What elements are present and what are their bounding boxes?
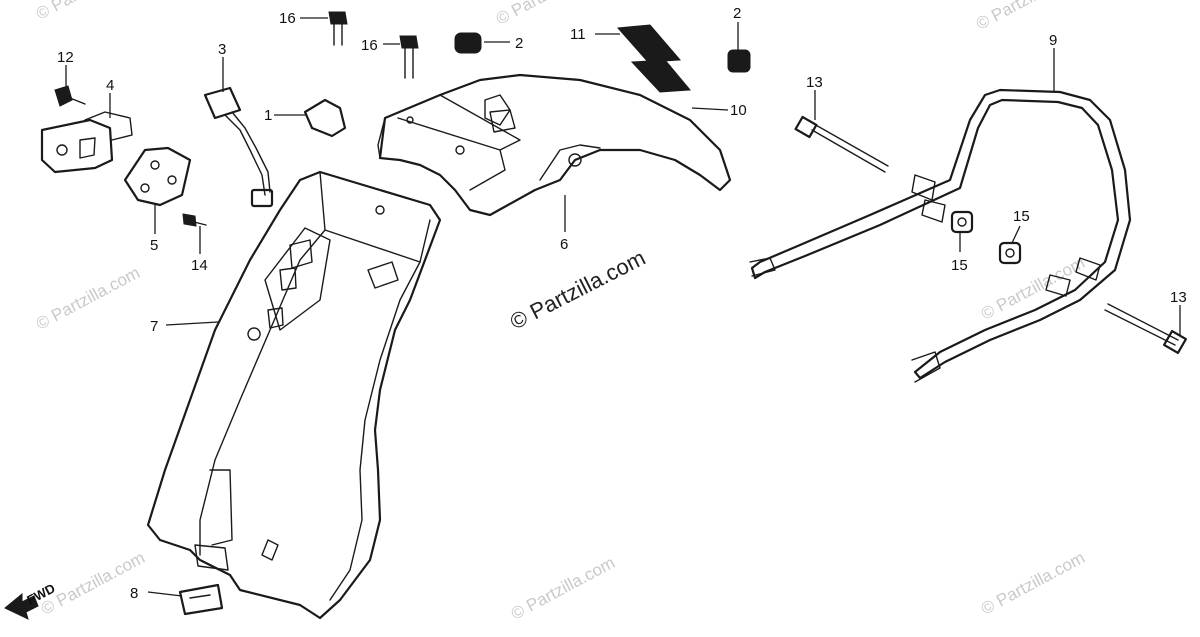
- callout-15-a: 15: [951, 257, 968, 274]
- part-1-clip: [303, 98, 347, 138]
- watermark-faint: © Partzilla.com: [33, 0, 143, 24]
- part-15-nut-left: [950, 210, 974, 234]
- watermark-faint: © Partzilla.com: [508, 553, 618, 624]
- callout-12: 12: [57, 49, 74, 66]
- part-9-grab-rail: [749, 88, 1132, 383]
- part-2-grommet-1: [454, 32, 482, 54]
- part-15-nut-right-hole: [1005, 248, 1015, 258]
- part-6-rear-fender: [377, 73, 732, 217]
- callout-5: 5: [150, 237, 158, 254]
- part-12-screw: [54, 85, 86, 107]
- callout-14: 14: [191, 257, 208, 274]
- callout-9: 9: [1049, 32, 1057, 49]
- callout-8: 8: [130, 585, 138, 602]
- watermark-faint: © Partzilla.com: [978, 253, 1088, 324]
- callout-4: 4: [106, 77, 114, 94]
- part-15-nut-left-hole: [957, 217, 967, 227]
- part-14-screw: [182, 213, 207, 227]
- part-15-nut-right: [998, 241, 1022, 265]
- part-7-inner-fender: [146, 170, 442, 620]
- part-16-bolt-1: [328, 11, 348, 46]
- callout-11: 11: [570, 26, 586, 43]
- leader-lines: [65, 17, 1181, 597]
- part-16-bolt-2: [399, 35, 419, 79]
- callout-7: 7: [150, 318, 158, 335]
- watermark-main: © Partzilla.com: [506, 245, 649, 335]
- callout-13-a: 13: [806, 74, 823, 91]
- watermark-faint: © Partzilla.com: [38, 548, 148, 619]
- part-11-emblem: [616, 24, 692, 93]
- watermark-faint: © Partzilla.com: [493, 0, 603, 29]
- callout-10: 10: [730, 102, 747, 119]
- callout-1: 1: [264, 107, 272, 124]
- callout-15-b: 15: [1013, 208, 1030, 225]
- part-5-plate: [123, 146, 192, 207]
- callout-6: 6: [560, 236, 568, 253]
- part-2-grommet-2: [727, 49, 751, 73]
- watermark-faint: © Partzilla.com: [33, 263, 143, 334]
- callout-13-b: 13: [1170, 289, 1187, 306]
- part-8-clip: [178, 583, 224, 616]
- callout-16-a: 16: [279, 10, 296, 27]
- callouts: 16 16 2 2 11 10 3 1 12 4 5 14 6 7 8 9 13…: [57, 5, 1187, 602]
- callout-2-b: 2: [733, 5, 741, 22]
- callout-3: 3: [218, 41, 226, 58]
- callout-2-a: 2: [515, 35, 523, 52]
- part-4-bracket: [40, 111, 133, 174]
- callout-16-b: 16: [361, 37, 378, 54]
- watermark-faint: © Partzilla.com: [978, 548, 1088, 619]
- part-3-connector: [203, 86, 274, 208]
- part-13-bolt-top: [794, 115, 889, 173]
- watermark-faint: © Partzilla.com: [973, 0, 1083, 34]
- part-13-bolt-right: [1104, 303, 1188, 355]
